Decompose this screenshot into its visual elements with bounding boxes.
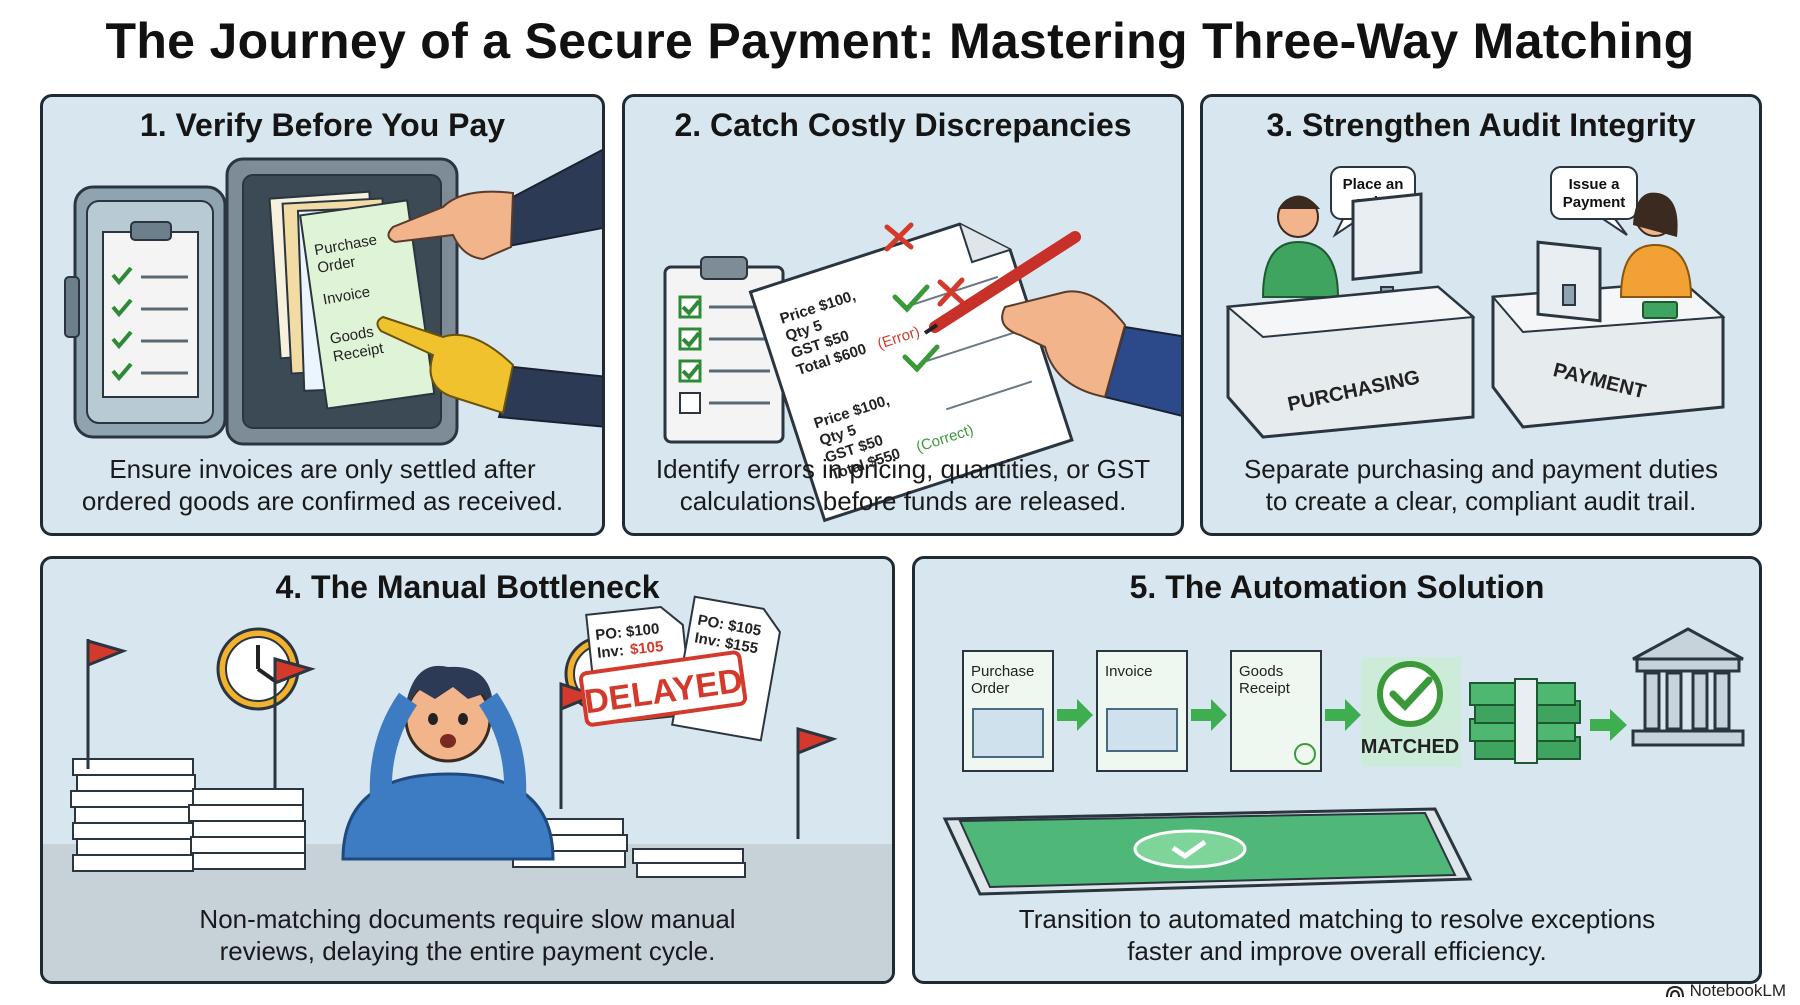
panel-1-heading: 1. Verify Before You Pay bbox=[139, 107, 506, 143]
cash-stack-icon bbox=[1469, 678, 1581, 764]
gloved-hand-icon bbox=[376, 315, 602, 428]
svg-text:Order: Order bbox=[971, 680, 1009, 697]
safe-door-icon bbox=[64, 185, 227, 439]
cash-icon bbox=[1642, 301, 1678, 319]
arrow-right-icon bbox=[1325, 699, 1361, 731]
stressed-person-icon bbox=[341, 665, 555, 861]
notebooklm-brand: NotebookLM bbox=[1665, 981, 1786, 1001]
safe-illustration: Purchase Order Invoice Goods Receipt bbox=[64, 149, 602, 446]
panel-4-description: Non-matching documents require slow manu… bbox=[199, 904, 736, 966]
panel-5-description: Transition to automated matching to reso… bbox=[1018, 904, 1656, 966]
svg-text:Receipt: Receipt bbox=[1239, 680, 1291, 697]
panel-4-heading: 4. The Manual Bottleneck bbox=[275, 569, 660, 605]
panel-automation-solution: 5. The Automation Solution Purchase Orde… bbox=[912, 556, 1762, 984]
arrow-right-icon bbox=[1590, 709, 1627, 741]
svg-text:Inv:: Inv: bbox=[596, 642, 624, 662]
page-title: The Journey of a Secure Payment: Masteri… bbox=[105, 13, 1695, 69]
panel-catch-discrepancies: 2. Catch Costly Discrepancies Price $100… bbox=[622, 94, 1184, 536]
panel-verify-before-pay: 1. Verify Before You Pay Purchase Order bbox=[40, 94, 605, 536]
speech-bubble-right-icon: Issue a Payment bbox=[1550, 166, 1638, 236]
panel-3-heading: 3. Strengthen Audit Integrity bbox=[1266, 107, 1696, 143]
svg-text:Order: Order bbox=[316, 253, 357, 276]
panel-manual-bottleneck: 4. The Manual Bottleneck bbox=[40, 556, 895, 984]
svg-text:Place an: Place an bbox=[1343, 176, 1404, 193]
matched-check-icon bbox=[1361, 657, 1461, 767]
svg-text:Payment: Payment bbox=[1563, 194, 1626, 211]
svg-text:Purchase: Purchase bbox=[971, 663, 1034, 680]
paper-stack-icon bbox=[70, 758, 746, 878]
payment-computer-icon bbox=[1536, 240, 1602, 323]
purchasing-person-icon bbox=[1261, 195, 1340, 298]
separate-desks-illustration: Place an order Issue a Payment PURCHASIN… bbox=[1225, 166, 1726, 439]
panel-2-heading: 2. Catch Costly Discrepancies bbox=[674, 107, 1132, 143]
tablet-icon bbox=[942, 807, 1473, 896]
panel-5-heading: 5. The Automation Solution bbox=[1129, 569, 1545, 605]
svg-text:MATCHED: MATCHED bbox=[1361, 736, 1460, 758]
panel-2-description: Identify errors in pricing, quantities, … bbox=[655, 454, 1151, 516]
payment-person-icon bbox=[1619, 192, 1693, 298]
error-x-icon bbox=[884, 222, 965, 307]
red-flag-icon bbox=[86, 639, 838, 839]
panel-audit-integrity: 3. Strengthen Audit Integrity Place an o… bbox=[1200, 94, 1762, 536]
pointing-hand-icon bbox=[387, 149, 602, 261]
pen-hand-icon bbox=[923, 231, 1181, 417]
arrow-right-icon bbox=[1057, 699, 1093, 731]
goods-receipt-card bbox=[1230, 650, 1322, 772]
svg-text:$105: $105 bbox=[629, 638, 664, 658]
svg-text:Invoice: Invoice bbox=[1105, 663, 1153, 680]
invoice-check-illustration: Price $100, Qty 5 GST $50 Total $600 (Er… bbox=[663, 222, 1181, 523]
clipboard-icon bbox=[663, 256, 785, 444]
svg-text:Issue a: Issue a bbox=[1569, 176, 1621, 193]
bottleneck-illustration: PO: $100 Inv: $105 PO: $105 Inv: $155 DE… bbox=[43, 595, 892, 981]
arrow-right-icon bbox=[1191, 699, 1227, 731]
automation-illustration: Purchase Order Invoice Goods Receipt MAT… bbox=[942, 627, 1745, 896]
svg-text:Goods: Goods bbox=[1239, 663, 1283, 680]
bank-icon bbox=[1631, 627, 1745, 747]
invoice-paper-icon: Price $100, Qty 5 GST $50 Total $600 (Er… bbox=[748, 222, 1074, 523]
check-icon bbox=[892, 284, 940, 373]
svg-text:PO: $100: PO: $100 bbox=[595, 620, 661, 644]
notebooklm-logo-icon bbox=[1665, 985, 1684, 998]
